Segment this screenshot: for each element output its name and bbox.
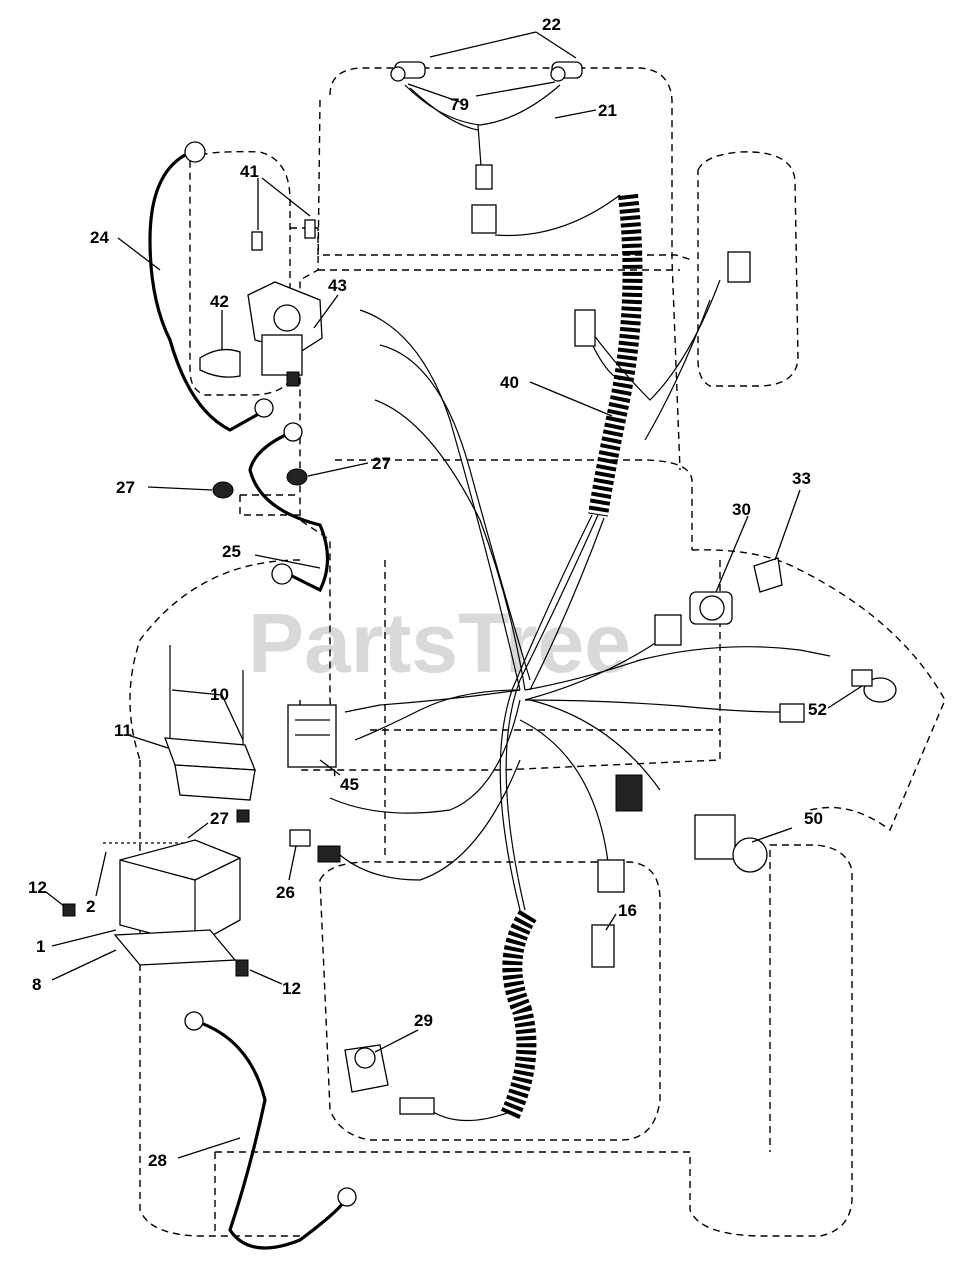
switches [287,557,897,1093]
callout-21: 21 [598,101,617,120]
leader-lines [45,31,863,1159]
callout-29: 29 [414,1011,433,1030]
callout-42: 42 [210,292,229,311]
callout-labels: 22 79 21 41 24 42 43 40 27 27 33 30 25 1… [28,15,827,1170]
callout-11: 11 [114,721,132,740]
callout-45: 45 [340,775,359,794]
callout-1: 1 [36,937,45,956]
callout-25: 25 [222,542,241,561]
callout-50: 50 [804,809,823,828]
callout-40: 40 [500,373,519,392]
callout-33: 33 [792,469,811,488]
headlight-assembly [390,61,621,237]
battery-hold-down [164,645,256,823]
callout-16: 16 [618,901,637,920]
callout-2: 2 [86,897,95,916]
callout-79: 79 [450,95,469,114]
callout-27a: 27 [116,478,135,497]
wire-bundle [329,279,831,1122]
callout-24: 24 [90,228,109,247]
callout-27c: 27 [210,809,229,828]
callout-30: 30 [732,500,751,519]
callout-27b: 27 [372,454,391,473]
battery-cables [148,141,357,1250]
callout-28: 28 [148,1151,167,1170]
connectors [289,251,805,1115]
callout-8: 8 [32,975,41,994]
wire-harness-loom [500,193,643,1120]
callout-52: 52 [808,700,827,719]
callout-12a: 12 [28,878,47,897]
battery [62,839,249,977]
callout-41: 41 [240,162,259,181]
callout-26: 26 [276,883,295,902]
callout-10: 10 [210,685,229,704]
watermark: PartsTree [248,596,631,690]
callout-43: 43 [328,276,347,295]
starter-solenoid [199,219,323,387]
callout-22: 22 [542,15,561,34]
callout-12b: 12 [282,979,301,998]
hex-nuts [212,468,308,499]
